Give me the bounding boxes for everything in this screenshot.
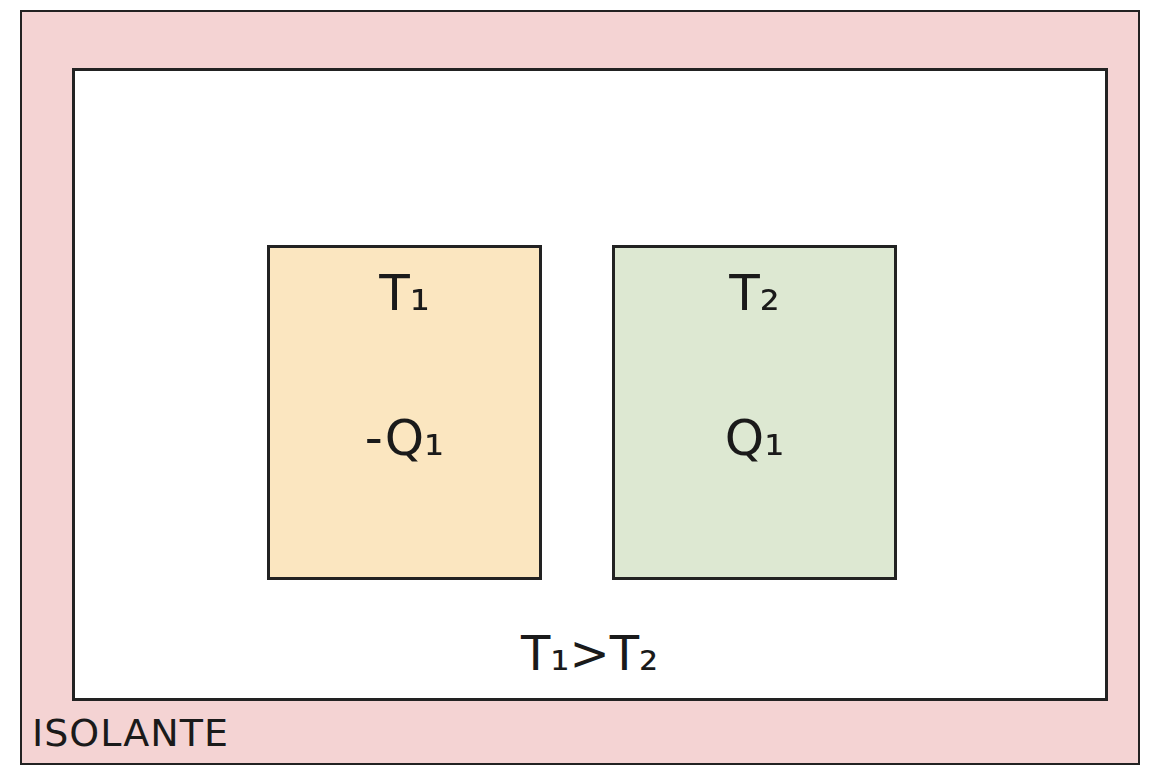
inner-wall <box>72 68 1108 701</box>
insulation-label: ISOLANTE <box>32 711 229 755</box>
heat-label: Q₁ <box>725 411 784 466</box>
temperature-label: T₁ <box>379 266 430 321</box>
heat-label: -Q₁ <box>365 411 444 466</box>
hot-body-box: T₁ -Q₁ <box>267 245 542 580</box>
temperature-relation: T₁>T₂ <box>521 625 658 681</box>
cold-body-box: T₂ Q₁ <box>612 245 897 580</box>
temperature-label: T₂ <box>729 266 780 321</box>
